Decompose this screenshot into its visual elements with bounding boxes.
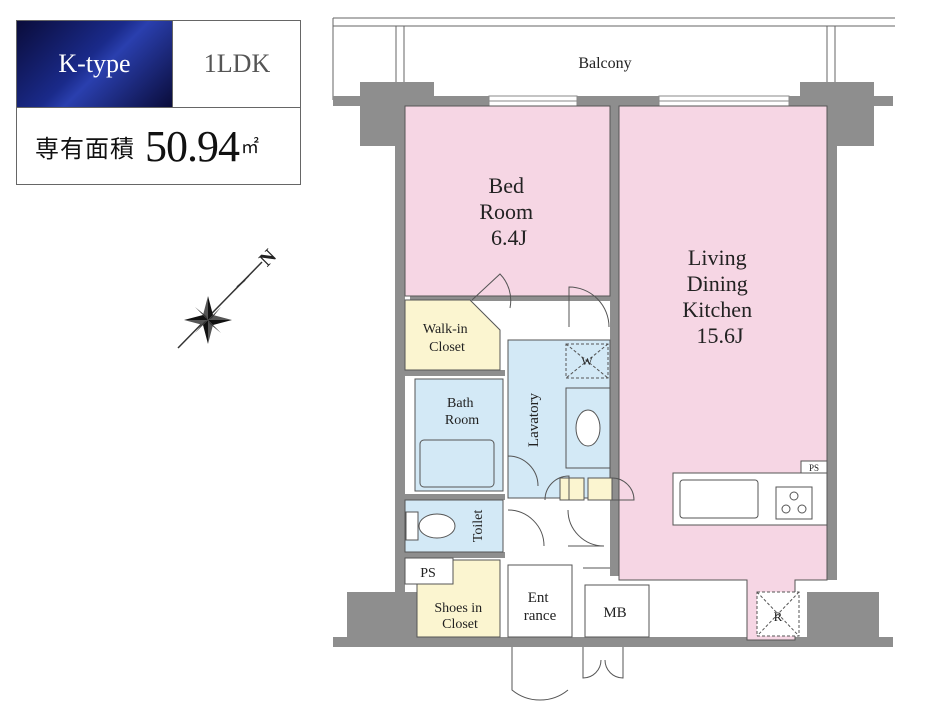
ldk-label-line2: Dining [687,271,748,296]
lavatory-label: Lavatory [526,392,542,447]
bedroom-size: 6.4J [491,225,528,250]
unit-layout: 1LDK [172,21,301,107]
lavatory: W Lavatory [507,339,611,499]
mb-label: MB [603,605,626,621]
svg-text:Ent rance: Ent rance [524,590,557,624]
area-label: 専有面積 [35,136,135,163]
compass-north-label: N [255,245,281,271]
area-unit: ㎡ [241,137,259,157]
svg-text:Bed Room 6.4J: Bed Room 6.4J [479,173,538,250]
bedroom-label-line1: Bed [489,173,524,198]
doors [471,273,635,701]
shoes-closet-line1: Shoes in [434,601,482,616]
compass-icon: N [177,245,281,349]
bedroom: Bed Room 6.4J [404,105,611,297]
svg-text:Shoes in Closet: Shoes in Closet [434,601,485,632]
bath-room: Bath Room [414,378,504,492]
bath-room-line2: Room [445,413,479,428]
walls [333,82,893,647]
ps-label-entry: PS [420,566,436,581]
storage-small-right [587,477,613,501]
entrance: Ent rance [507,564,573,638]
refrigerator-label: R [774,609,783,624]
area-value: 50.94 [145,121,240,171]
bedroom-label-line2: Room [479,199,533,224]
walk-in-closet-line1: Walk-in [423,322,468,337]
ldk-size: 15.6J [696,323,744,348]
entrance-line1: Ent [528,590,550,606]
bath-room-line1: Bath [447,396,473,411]
sink-icon [679,479,759,519]
walk-in-closet: Walk-in Closet [404,299,501,371]
storage-small-left [559,477,585,501]
toilet-icon [405,511,419,541]
washer-label: W [581,354,593,368]
entrance-line2: rance [524,608,557,624]
balcony: Balcony [332,17,895,100]
ldk-label-line3: Kitchen [682,297,752,322]
mb: MB [584,584,650,638]
walk-in-closet-line2: Closet [429,340,465,355]
toilet-room: Toilet [404,499,504,553]
unit-info-box: K-type 1LDK 専有面積 50.94 ㎡ [16,20,301,185]
svg-text:Living Dining Kitc: Living Dining Kitchen 15.6J [682,245,757,348]
area-row: 専有面積 50.94 ㎡ [17,107,300,184]
ps-entry: PS [404,557,454,585]
svg-text:Walk-in Closet: Walk-in Closet [423,322,471,355]
toilet-label: Toilet [471,510,486,543]
unit-type: K-type [17,21,172,107]
shoes-closet-line2: Closet [442,617,478,632]
shoes-in-closet: Shoes in Closet [416,559,501,638]
bathtub-icon [419,439,495,488]
ps-label-kitchen: PS [809,463,819,473]
ldk: Living Dining Kitchen 15.6J PS R [618,105,828,641]
ldk-label-line1: Living [688,245,747,270]
svg-text:Bath Room: Bath Room [445,396,479,428]
balcony-label: Balcony [578,55,631,72]
